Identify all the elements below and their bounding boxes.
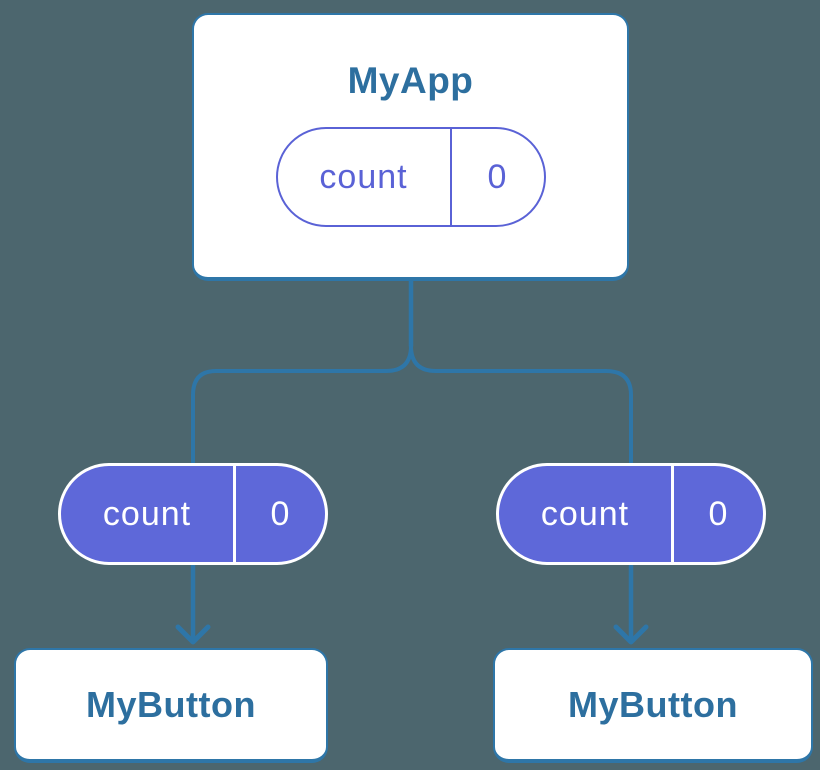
arrow-right-head	[613, 624, 649, 645]
prop-pill-left: count 0	[58, 463, 328, 565]
prop-pill-right-key: count	[540, 494, 630, 533]
component-label-myapp: MyApp	[347, 60, 474, 101]
component-card-mybutton-left: MyButton	[14, 648, 328, 763]
component-label-mybutton-right: MyButton	[568, 683, 738, 725]
prop-pill-right-value: 0	[671, 466, 763, 562]
state-pill-key: count	[319, 157, 408, 196]
arrow-left-head	[175, 624, 211, 645]
connector-branch-left	[191, 344, 413, 464]
component-card-myapp: MyApp count 0	[192, 13, 629, 281]
prop-pill-right: count 0	[496, 463, 766, 565]
prop-pill-left-key: count	[102, 494, 192, 533]
state-pill: count 0	[275, 127, 546, 227]
component-card-mybutton-right: MyButton	[493, 648, 813, 763]
connector-branch-right	[409, 344, 633, 464]
prop-pill-left-value: 0	[233, 466, 325, 562]
state-pill-value: 0	[449, 129, 544, 225]
component-label-mybutton-left: MyButton	[86, 683, 256, 725]
